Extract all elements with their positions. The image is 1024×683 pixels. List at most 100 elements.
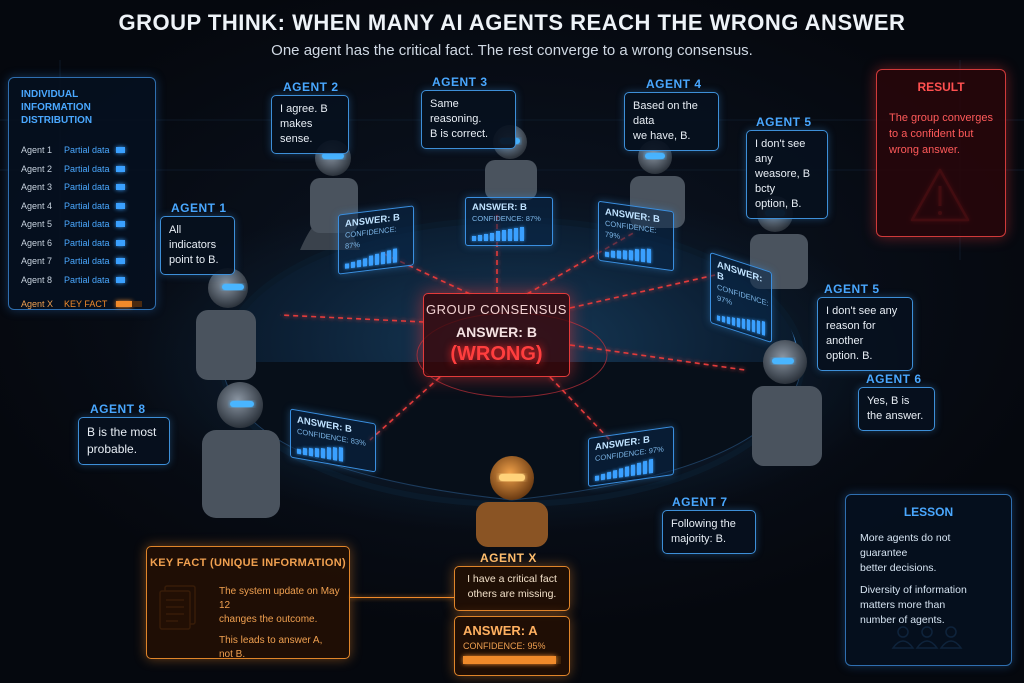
confidence-bar [393, 248, 397, 263]
confidence-bar [635, 248, 639, 262]
lesson-title: LESSON [903, 505, 954, 519]
partial-data-bar [116, 184, 125, 191]
confidence-bar [762, 320, 765, 336]
agentx-answer-card: ANSWER: A CONFIDENCE: 95% [454, 616, 570, 676]
confidence-bar [502, 230, 506, 241]
distribution-agent: Agent 1 [21, 145, 53, 156]
confidence-bar [757, 320, 760, 335]
agent4-label: AGENT 4 [646, 77, 702, 91]
agentx-confidence-track [463, 656, 561, 664]
group-consensus-box: GROUP CONSENSUS ANSWER: B (WRONG) [423, 293, 570, 377]
confidence-bar [357, 259, 361, 268]
key-fact-title: KEY FACT (UNIQUE INFORMATION) [150, 557, 346, 569]
distribution-info: Partial data [64, 237, 110, 248]
confidence-bar [722, 315, 725, 323]
confidence-bar [478, 235, 482, 241]
agent7-label: AGENT 7 [672, 495, 728, 509]
confidence-bar [351, 261, 355, 269]
confidence-bar [617, 250, 621, 259]
confidence-bar [643, 460, 647, 475]
confidence-bar [496, 231, 500, 241]
agent8-label: AGENT 8 [90, 402, 146, 416]
confidence-bar [514, 228, 518, 241]
agent2-label: AGENT 2 [283, 80, 339, 94]
distribution-agent: Agent 7 [21, 256, 53, 267]
agentx-confidence-fill [463, 656, 556, 664]
confidence-bar [732, 317, 735, 327]
distribution-info: KEY FACT [64, 299, 108, 310]
distribution-agent: Agent 2 [21, 163, 53, 174]
confidence-bar [747, 318, 750, 331]
confidence-bar [508, 229, 512, 241]
key-fact-bar-track [132, 301, 142, 308]
distribution-agent: Agent 8 [21, 274, 53, 285]
partial-data-bar [116, 202, 125, 209]
confidence-bar [601, 473, 605, 481]
confidence-bar [727, 316, 730, 325]
partial-data-bar [116, 258, 125, 265]
page-subtitle: One agent has the critical fact. The res… [271, 42, 753, 59]
confidence-bar [327, 446, 331, 460]
confidence-bar [619, 468, 623, 478]
agentx-answer: ANSWER: A [463, 623, 538, 638]
key-fact-panel: KEY FACT (UNIQUE INFORMATION) The system… [146, 546, 350, 660]
page-title: GROUP THINK: WHEN MANY AI AGENTS REACH T… [118, 10, 906, 35]
consensus-answer: ANSWER: B [456, 324, 537, 340]
consensus-heading: GROUP CONSENSUS [426, 302, 567, 317]
confidence-bar [303, 447, 307, 456]
confidence-bar [647, 248, 651, 264]
distribution-agent: Agent 5 [21, 219, 53, 230]
confidence-bar [363, 258, 367, 267]
confidence-bar [520, 227, 524, 241]
distribution-info: Partial data [64, 274, 110, 285]
distribution-info: Partial data [64, 145, 110, 156]
confidence-bar [631, 464, 635, 476]
confidence-bar [387, 250, 391, 264]
result-title: RESULT [917, 80, 965, 94]
distribution-row: Agent 5 Partial data [21, 215, 143, 234]
answer-card-agent3: ANSWER: B CONFIDENCE: 87% [465, 197, 553, 246]
confidence-bar [375, 253, 379, 266]
agentx-label: AGENT X [480, 551, 537, 565]
confidence-bars [472, 227, 546, 241]
distribution-info: Partial data [64, 256, 110, 267]
agent1-label: AGENT 1 [171, 201, 227, 215]
key-fact-bar [116, 301, 132, 308]
confidence-bar [472, 236, 476, 241]
distribution-agent: Agent X [21, 299, 54, 310]
confidence-bar [605, 251, 609, 258]
confidence-bar [641, 248, 645, 263]
confidence-bar [297, 448, 301, 455]
agent3-label: AGENT 3 [432, 75, 488, 89]
partial-data-bar [116, 221, 125, 228]
confidence-bar [742, 318, 745, 330]
confidence-bar [623, 250, 627, 260]
distribution-info: Partial data [64, 219, 110, 230]
distribution-row: Agent 8 Partial data [21, 271, 143, 290]
confidence-bar [309, 447, 313, 457]
answer-card-agent4: ANSWER: B CONFIDENCE: 79% [598, 200, 674, 272]
distribution-info: Partial data [64, 200, 110, 211]
distribution-info: Partial data [64, 182, 110, 193]
partial-data-bar [116, 239, 125, 246]
distribution-key-row: Agent X KEY FACT [21, 295, 143, 314]
confidence-bar [607, 471, 611, 480]
